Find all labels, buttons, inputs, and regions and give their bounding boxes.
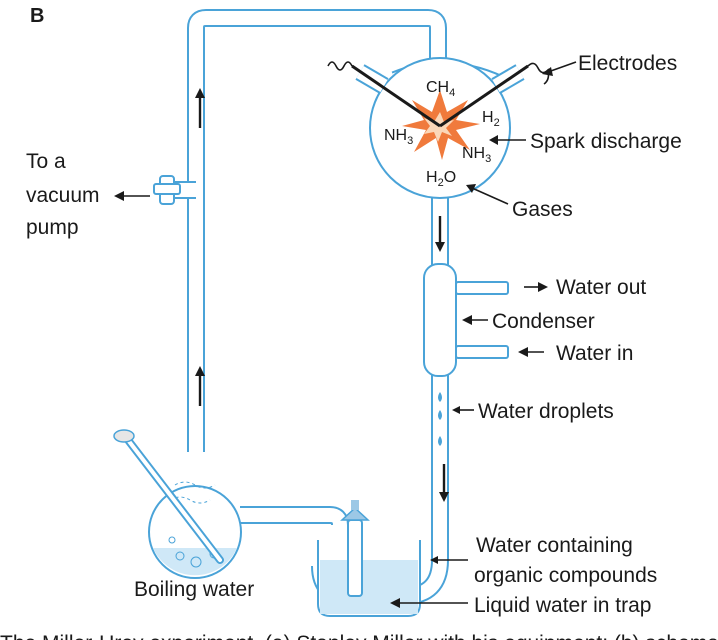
condenser [423,263,509,377]
label-liquid-water-trap: Liquid water in trap [474,594,651,617]
label-spark-discharge: Spark discharge [530,130,682,153]
label-water-out: Water out [556,276,646,299]
vacuum-stopcock [153,175,181,205]
water-droplets [438,392,442,446]
molecule-nh3-right: NH3 [462,145,491,165]
label-water-containing-line2: organic compounds [474,564,657,587]
panel-label: B [30,5,44,27]
label-vacuum-line2: vacuum [26,184,100,207]
label-water-droplets: Water droplets [478,400,614,423]
label-vacuum-line1: To a [26,150,66,173]
liquid-trap [317,500,421,617]
label-electrodes: Electrodes [578,52,677,75]
caption-fragment: The Miller-Urey experiment. (a) Stanley … [0,632,718,640]
molecule-h2: H2 [482,109,500,129]
label-vacuum-line3: pump [26,216,79,239]
molecule-ch4: CH4 [426,79,455,99]
boiling-flask [113,429,242,579]
label-condenser: Condenser [492,310,595,333]
label-boiling-water: Boiling water [134,578,254,601]
label-gases: Gases [512,198,573,221]
molecule-h2o: H2O [426,169,456,189]
label-leaders [114,61,577,608]
electrodes [327,61,550,128]
label-water-in: Water in [556,342,633,365]
molecule-nh3-left: NH3 [384,127,413,147]
label-water-containing-line1: Water containing [476,534,633,557]
flow-arrows [195,88,449,502]
